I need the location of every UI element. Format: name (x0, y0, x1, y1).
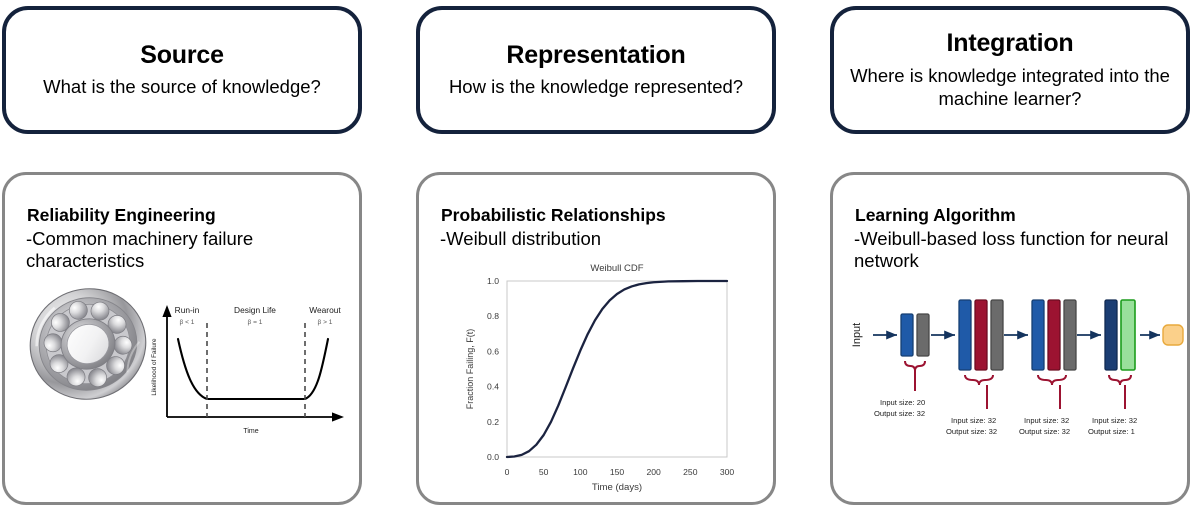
column-source: Source What is the source of knowledge? … (2, 0, 370, 512)
bathtub-region-label-run-in: Run-in (175, 305, 200, 315)
header-subtitle-integration: Where is knowledge integrated into the m… (850, 64, 1170, 109)
bathtub-curve-path (176, 337, 330, 401)
chart-x-tick: 250 (683, 467, 698, 477)
bathtub-y-axis-arrow (162, 305, 172, 317)
nn-bar-green-4 (1120, 299, 1136, 371)
chart-y-axis-label: Fraction Failing, F(t) (465, 329, 475, 410)
chart-y-tick: 1.0 (487, 276, 499, 286)
chart-x-tick-labels: 0 50 100 150 200 250 300 (505, 467, 735, 477)
bathtub-region-beta-run-in: β < 1 (180, 319, 195, 326)
chart-y-tick-labels: 0.0 0.2 0.4 0.6 0.8 1.0 (487, 276, 499, 462)
nn-brace-1 (904, 360, 926, 372)
panel-heading-reliability-engineering: Reliability Engineering (27, 205, 216, 225)
nn-block-4-output-size: Output size: 1 (1088, 427, 1135, 436)
nn-output-node (1162, 324, 1184, 346)
chart-series-line (505, 279, 729, 459)
neural-network-figure: Input Input size: 20 Output size: (847, 287, 1187, 472)
nn-brace-2 (964, 374, 994, 386)
bathtub-region-beta-design-life: β = 1 (248, 319, 263, 326)
chart-y-tick: 0.0 (487, 452, 499, 462)
header-subtitle-source: What is the source of knowledge? (43, 76, 321, 98)
nn-block-3: Input size: 32 Output size: 32 (1019, 299, 1077, 436)
bathtub-region-beta-wearout: β > 1 (318, 319, 333, 326)
bathtub-x-axis-arrow (332, 412, 344, 422)
header-box-integration: Integration Where is knowledge integrate… (830, 6, 1190, 134)
bathtub-region-label-design-life: Design Life (234, 305, 276, 315)
column-representation: Representation How is the knowledge repr… (416, 0, 784, 512)
nn-bar-gray-1 (916, 313, 930, 357)
header-box-representation: Representation How is the knowledge repr… (416, 6, 776, 134)
panel-subheading-learning-algorithm: -Weibull-based loss function for neural … (854, 228, 1169, 272)
bathtub-region-label-wearout: Wearout (309, 305, 341, 315)
nn-block-4: Input size: 32 Output size: 1 (1088, 299, 1137, 436)
nn-block-1: Input size: 20 Output size: 32 (874, 313, 930, 418)
chart-x-tick: 150 (610, 467, 625, 477)
bathtub-y-axis-label: Likelihood of Failure (151, 338, 158, 396)
header-title-integration: Integration (946, 29, 1074, 58)
bathtub-x-axis-label: Time (243, 428, 258, 435)
chart-y-tick: 0.6 (487, 346, 499, 356)
nn-block-3-input-size: Input size: 32 (1024, 416, 1069, 425)
panel-subheading-probabilistic-relationships: -Weibull distribution (440, 228, 602, 250)
panel-integration: Learning Algorithm -Weibull-based loss f… (830, 172, 1190, 505)
panel-heading-learning-algorithm: Learning Algorithm (855, 205, 1016, 225)
chart-y-tick: 0.2 (487, 417, 499, 427)
nn-block-2: Input size: 32 Output size: 32 (946, 299, 1004, 436)
nn-bar-navy-4 (1104, 299, 1118, 371)
chart-title: Weibull CDF (590, 263, 643, 274)
panel-source: Reliability Engineering -Common machiner… (2, 172, 362, 505)
nn-block-4-input-size: Input size: 32 (1092, 416, 1137, 425)
header-box-source: Source What is the source of knowledge? (2, 6, 362, 134)
panel-subheading-reliability-engineering: -Common machinery failure characteristic… (26, 228, 254, 272)
panel-representation: Probabilistic Relationships -Weibull dis… (416, 172, 776, 505)
chart-x-axis-label: Time (days) (592, 482, 642, 493)
chart-x-tick: 50 (539, 467, 549, 477)
chart-y-tick: 0.4 (487, 382, 499, 392)
nn-bar-blue-3 (1031, 299, 1045, 371)
chart-x-tick: 100 (573, 467, 588, 477)
chart-x-tick: 200 (646, 467, 661, 477)
chart-x-tick: 300 (720, 467, 735, 477)
weibull-cdf-chart: Weibull CDF 0.0 0.2 0.4 0.6 0.8 1.0 0 50 100 150… (447, 257, 747, 497)
column-integration: Integration Where is knowledge integrate… (830, 0, 1198, 512)
nn-bar-crimson-2 (974, 299, 988, 371)
nn-block-2-input-size: Input size: 32 (951, 416, 996, 425)
nn-block-3-output-size: Output size: 32 (1019, 427, 1070, 436)
nn-bar-blue-2 (958, 299, 972, 371)
chart-plot-frame (506, 280, 728, 458)
nn-bar-gray-2 (990, 299, 1004, 371)
nn-bar-crimson-3 (1047, 299, 1061, 371)
nn-bar-gray-3 (1063, 299, 1077, 371)
chart-y-tick: 0.8 (487, 311, 499, 321)
nn-block-2-output-size: Output size: 32 (946, 427, 997, 436)
nn-brace-3 (1037, 374, 1067, 386)
nn-block-1-input-size: Input size: 20 (880, 398, 925, 407)
bathtub-curve-figure: Run-in β < 1 Design Life β = 1 Wearout β… (145, 293, 357, 438)
ball-bearing-image (27, 283, 149, 405)
nn-block-1-output-size: Output size: 32 (874, 409, 925, 418)
panel-heading-probabilistic-relationships: Probabilistic Relationships (441, 205, 666, 225)
nn-input-label: Input (851, 323, 863, 347)
header-subtitle-representation: How is the knowledge represented? (448, 76, 744, 98)
chart-x-tick: 0 (505, 467, 510, 477)
header-title-representation: Representation (506, 40, 686, 69)
header-title-source: Source (140, 40, 224, 69)
nn-bar-blue-1 (900, 313, 914, 357)
nn-brace-4 (1108, 374, 1132, 386)
